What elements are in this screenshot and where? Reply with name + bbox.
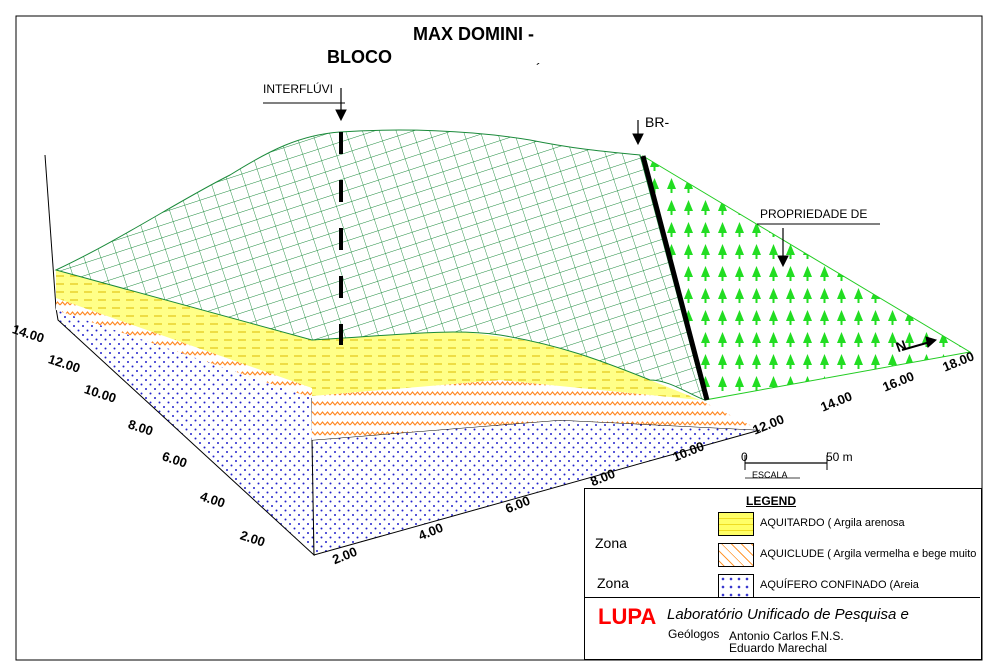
- credits-author: Antonio Carlos F.N.S.: [729, 629, 844, 643]
- title-mark: ´: [536, 60, 541, 76]
- legend-item-label: AQUÍFERO CONFINADO (Areia: [760, 579, 919, 591]
- road-label: BR-: [645, 114, 670, 130]
- property-arrow: [777, 228, 789, 268]
- legend-box: [584, 488, 982, 660]
- legend-item-label: AQUICLUDE ( Argila vermelha e bege muito: [760, 548, 977, 560]
- north-arrow-icon: [901, 336, 938, 351]
- scale-value: 50 m: [826, 450, 853, 464]
- legend-swatch-sand: [718, 512, 754, 536]
- scale-zero: 0: [741, 450, 748, 464]
- lupa-logo: LUPA: [598, 604, 657, 629]
- interfluvio-arrow: [335, 88, 347, 122]
- legend-item-label: AQUITARDO ( Argila arenosa: [760, 517, 905, 529]
- interfluvio-label: INTERFLÚVI: [263, 82, 334, 96]
- terrain-mesh: [54, 129, 706, 401]
- legend-zone-1: Zona: [595, 535, 627, 551]
- legend-swatch-dots: [718, 574, 754, 598]
- credits-role: Geólogos: [668, 627, 720, 641]
- legend-heading: LEGEND: [746, 494, 797, 508]
- title-line-2: BLOCO: [327, 47, 392, 67]
- scale-bar: [744, 455, 828, 479]
- road-arrow: [632, 120, 644, 146]
- title-line-1: MAX DOMINI -: [413, 24, 534, 44]
- lab-name: Laboratório Unificado de Pesquisa e: [667, 606, 909, 623]
- credits-author: Eduardo Marechal: [729, 641, 828, 655]
- legend-swatch-clay: [718, 543, 754, 567]
- left-face-clay: [56, 296, 312, 398]
- page-frame: [15, 15, 983, 661]
- legend-zone-2: Zona: [597, 575, 629, 591]
- front-face-sand: [312, 330, 700, 400]
- left-face-sand: [56, 270, 312, 388]
- property-label: PROPRIEDADE DE: [760, 207, 868, 221]
- vertical-axis-line: [44, 154, 57, 309]
- legend-divider: [584, 597, 980, 598]
- scale-label: ESCALA: [752, 470, 788, 480]
- road-line: [640, 155, 710, 401]
- front-face-clay: [312, 380, 760, 440]
